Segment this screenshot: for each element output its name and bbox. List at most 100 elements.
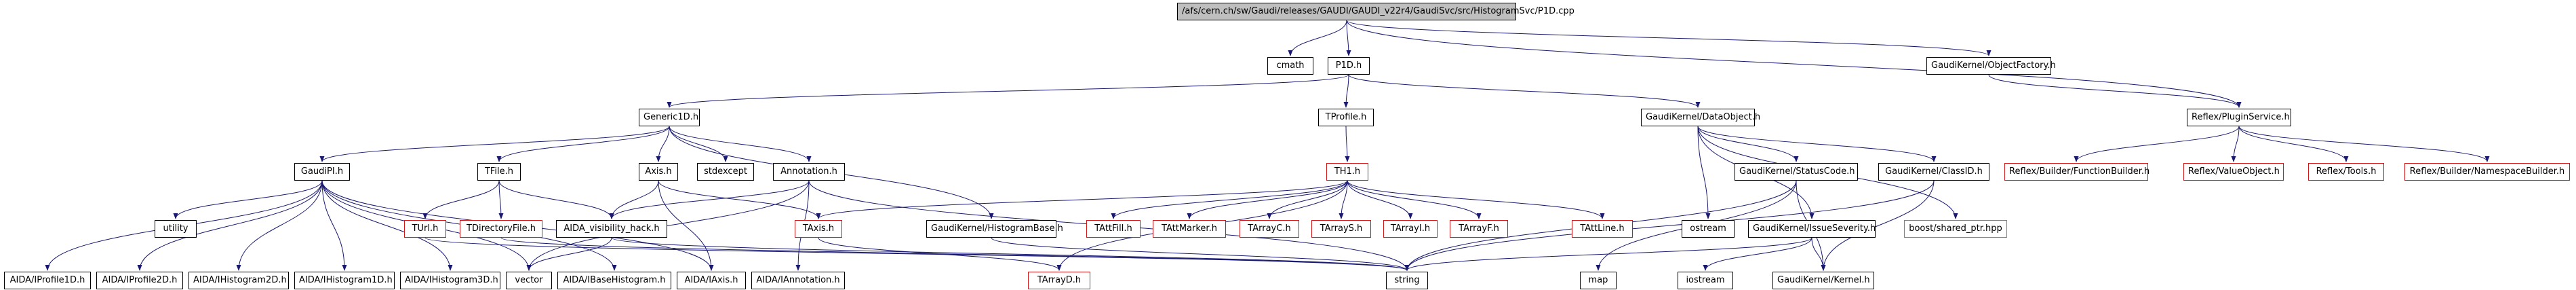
graph-node[interactable]: AIDA/IProfile2D.h (96, 272, 183, 289)
graph-node[interactable]: GaudiKernel/IssueSeverity.h (1748, 220, 1876, 238)
graph-edge (422, 180, 500, 219)
graph-edge (2074, 126, 2240, 162)
graph-edge (1339, 180, 1348, 219)
graph-edge (1347, 180, 1413, 219)
graph-edge (1988, 74, 2242, 108)
graph-node[interactable]: vector (506, 272, 552, 289)
graph-node[interactable]: Axis.h (639, 163, 678, 181)
graph-node[interactable]: AIDA/IAnnotation.h (751, 272, 845, 289)
graph-node[interactable]: Reflex/Builder/NamespaceBuilder.h (2404, 163, 2570, 181)
graph-edge (667, 74, 1349, 108)
graph-edge (991, 237, 1410, 271)
graph-edge (1347, 180, 1605, 219)
graph-node[interactable]: TArrayF.h (1450, 220, 1508, 238)
graph-node[interactable]: GaudiKernel/HistogramBase.h (926, 220, 1063, 238)
graph-edge (2238, 126, 2349, 162)
graph-edge (1346, 20, 2242, 108)
graph-node[interactable]: TArrayD.h (1028, 272, 1090, 289)
graph-edge (658, 180, 821, 219)
graph-node[interactable]: TAxis.h (795, 220, 842, 238)
graph-edge (496, 126, 670, 162)
graph-node[interactable]: Generic1D.h (639, 109, 700, 126)
graph-edge (1267, 180, 1348, 219)
graph-edge (816, 180, 1348, 219)
graph-node[interactable]: AIDA/IHistogram1D.h (294, 272, 395, 289)
graph-node[interactable]: AIDA_visibility_hack.h (556, 220, 667, 238)
graph-node[interactable]: stdexcept (697, 163, 754, 181)
graph-node[interactable]: TUrl.h (404, 220, 446, 238)
graph-edge (609, 180, 810, 219)
graph-node[interactable]: TDirectoryFile.h (460, 220, 542, 238)
graph-edge (1187, 180, 1348, 219)
graph-edge (137, 180, 323, 271)
graph-edge (1111, 180, 1348, 219)
graph-edge (319, 126, 670, 162)
graph-edge (656, 126, 670, 162)
graph-node[interactable]: AIDA/IAxis.h (677, 272, 746, 289)
graph-node[interactable]: string (1386, 272, 1428, 289)
graph-node[interactable]: TAttLine.h (1572, 220, 1633, 238)
graph-node[interactable]: cmath (1267, 57, 1313, 75)
graph-node[interactable]: AIDA/IBaseHistogram.h (557, 272, 671, 289)
graph-node[interactable]: GaudiKernel/Kernel.h (1772, 272, 1874, 289)
graph-edge (1348, 74, 1701, 108)
graph-node[interactable]: GaudiPI.h (294, 163, 350, 181)
graph-node[interactable]: GaudiKernel/ClassID.h (1878, 163, 1989, 181)
graph-node[interactable]: iostream (1678, 272, 1733, 289)
graph-node[interactable]: TFile.h (477, 163, 521, 181)
graph-node[interactable]: Reflex/Tools.h (2308, 163, 2384, 181)
graph-edge (1347, 180, 1482, 219)
graph-node[interactable]: TH1.h (1326, 163, 1368, 181)
graph-edge (1345, 126, 1350, 162)
graph-edge (611, 237, 1410, 271)
graph-node[interactable]: TArrayS.h (1311, 220, 1371, 238)
graph-edge (321, 180, 453, 271)
graph-node[interactable]: AIDA/IProfile1D.h (4, 272, 91, 289)
graph-edge (498, 180, 614, 219)
graph-edge (498, 180, 504, 219)
graph-node[interactable]: P1D.h (1328, 57, 1370, 75)
graph-node[interactable]: boost/shared_ptr.hpp (1904, 220, 2007, 238)
graph-edge (1288, 20, 1347, 56)
graph-edge (1346, 20, 1992, 56)
graph-node[interactable]: GaudiKernel/DataObject.h (1641, 109, 1760, 126)
graph-edge (236, 180, 323, 271)
graph-node[interactable]: TArrayC.h (1240, 220, 1299, 238)
graph-edge (658, 180, 714, 271)
graph-node[interactable]: Reflex/PluginService.h (2187, 109, 2291, 126)
graph-node[interactable]: TAttFill.h (1086, 220, 1141, 238)
graph-edge (173, 180, 323, 219)
graph-edge (2238, 126, 2490, 162)
graph-edge (526, 237, 612, 271)
graph-edge (2231, 126, 2240, 162)
graph-node[interactable]: TArrayI.h (1383, 220, 1438, 238)
graph-edge (424, 237, 1410, 271)
graph-node[interactable]: TAttMarker.h (1153, 220, 1226, 238)
graph-edge (1703, 237, 1812, 271)
graph-edge (1697, 126, 1711, 219)
graph-node[interactable]: GaudiKernel/StatusCode.h (1735, 163, 1858, 181)
graph-edge (321, 180, 347, 271)
graph-edge (1404, 237, 1812, 271)
graph-edge (609, 180, 659, 219)
graph-edge (1811, 237, 1826, 271)
graph-node[interactable]: map (1580, 272, 1617, 289)
graph-edge (1346, 20, 1351, 56)
graph-edge (669, 126, 812, 162)
graph-edge (526, 180, 810, 271)
graph-node[interactable]: AIDA/IHistogram3D.h (400, 272, 500, 289)
graph-edge (1697, 126, 1799, 162)
graph-node[interactable]: Annotation.h (773, 163, 845, 181)
graph-root-node[interactable]: /afs/cern.ch/sw/Gaudi/releases/GAUDI/GAU… (1177, 3, 1574, 20)
graph-node[interactable]: AIDA/IHistogram2D.h (189, 272, 289, 289)
graph-node[interactable]: GaudiKernel/ObjectFactory.h (1926, 57, 2056, 75)
graph-node[interactable]: Reflex/Builder/FunctionBuilder.h (2004, 163, 2149, 181)
graph-node[interactable]: ostream (1682, 220, 1735, 238)
graph-edge (1343, 74, 1349, 108)
graph-node[interactable]: TProfile.h (1318, 109, 1374, 126)
graph-edge (1821, 180, 1935, 271)
graph-node[interactable]: utility (155, 220, 197, 238)
graph-node[interactable]: Reflex/ValueObject.h (2183, 163, 2284, 181)
graph-edge (669, 126, 728, 162)
